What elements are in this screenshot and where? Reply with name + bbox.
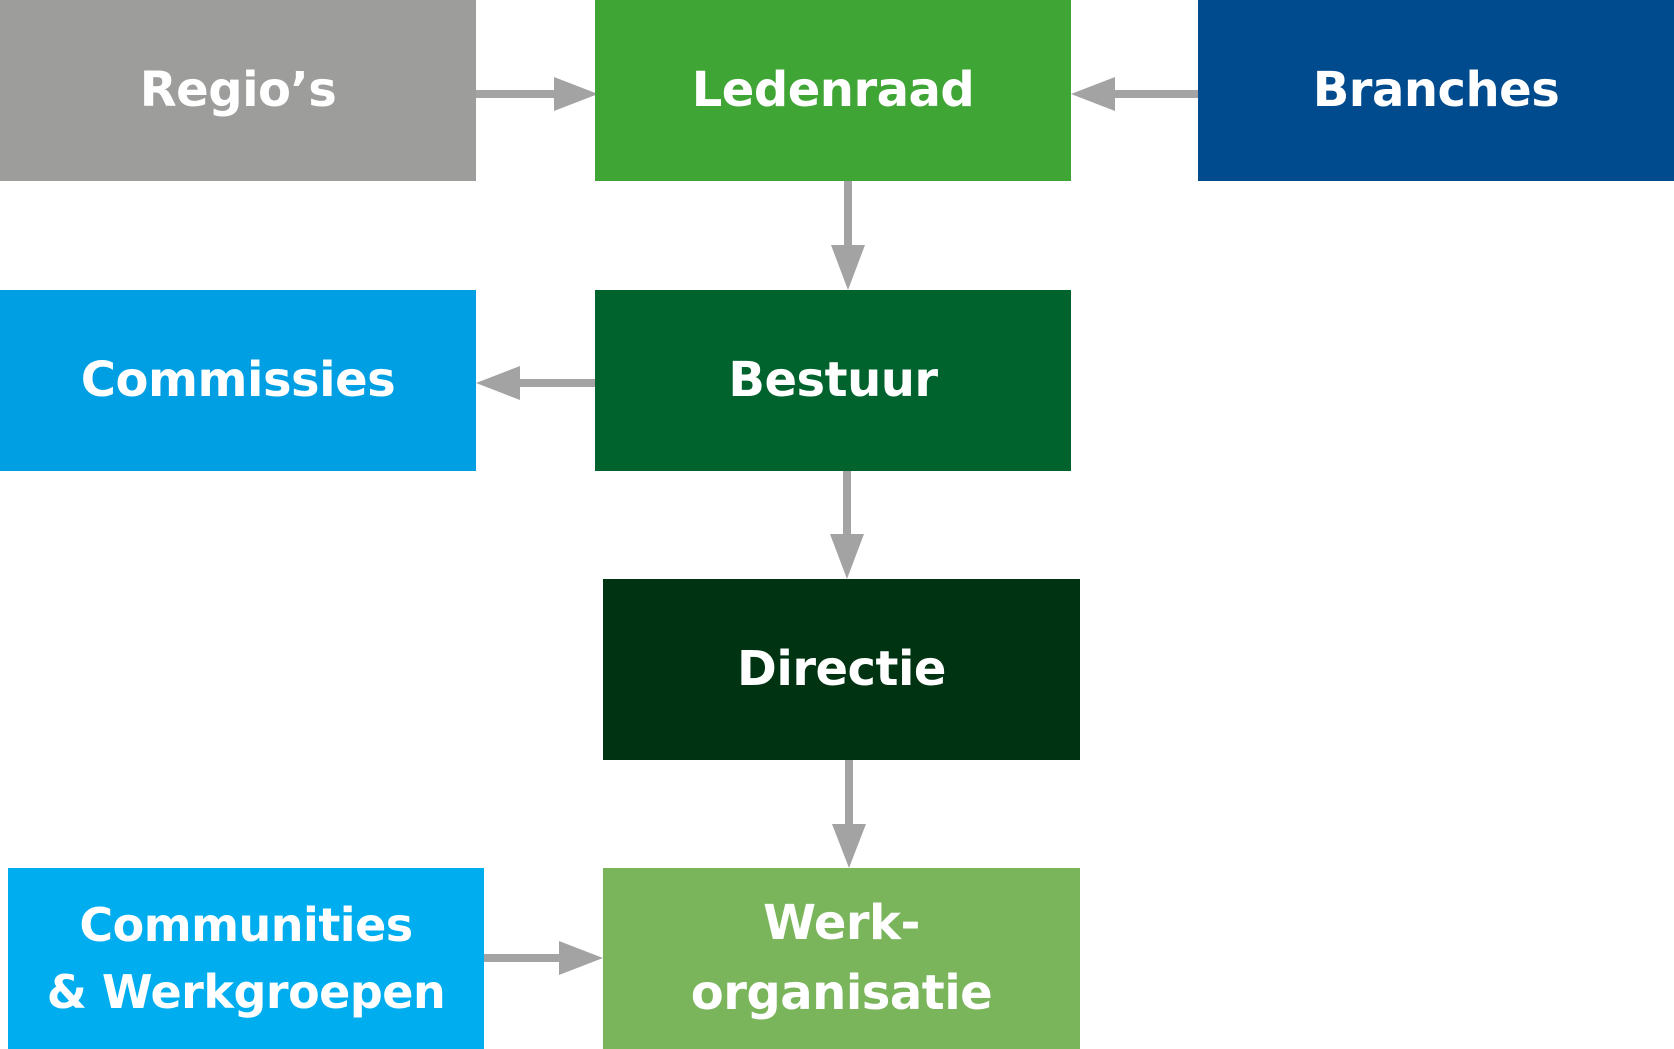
- node-directie-label: Directie: [737, 640, 946, 697]
- arrow-branches-to-ledenraad: [1071, 77, 1198, 111]
- node-communities-werkgroepen: Communities & Werkgroepen: [8, 868, 484, 1049]
- arrow-bestuur-to-commissies: [476, 366, 595, 400]
- arrow-regios-to-ledenraad: [476, 77, 598, 111]
- node-werkorganisatie-line-2: organisatie: [690, 964, 993, 1021]
- arrow-bestuur-to-directie: [830, 471, 864, 579]
- node-regios: Regio’s: [0, 0, 476, 181]
- node-werkorganisatie-label: Werk- organisatie: [690, 889, 993, 1028]
- node-werkorganisatie-line-1: Werk-: [763, 894, 920, 951]
- node-bestuur: Bestuur: [595, 290, 1071, 471]
- node-communities-line-1: Communities: [79, 897, 413, 952]
- node-branches-label: Branches: [1312, 61, 1560, 118]
- node-ledenraad: Ledenraad: [595, 0, 1071, 181]
- arrow-ledenraad-to-bestuur: [831, 181, 865, 290]
- node-communities-line-2: & Werkgroepen: [46, 964, 446, 1019]
- node-commissies-label: Commissies: [80, 351, 396, 408]
- node-bestuur-label: Bestuur: [728, 351, 938, 408]
- node-regios-label: Regio’s: [139, 61, 337, 118]
- node-commissies: Commissies: [0, 290, 476, 471]
- node-werkorganisatie: Werk- organisatie: [603, 868, 1080, 1049]
- node-directie: Directie: [603, 579, 1080, 760]
- node-communities-label: Communities & Werkgroepen: [47, 892, 446, 1025]
- node-ledenraad-label: Ledenraad: [691, 61, 975, 118]
- arrow-communities-to-werkorganisatie: [484, 941, 603, 975]
- node-branches: Branches: [1198, 0, 1674, 181]
- arrow-directie-to-werkorganisatie: [832, 760, 866, 868]
